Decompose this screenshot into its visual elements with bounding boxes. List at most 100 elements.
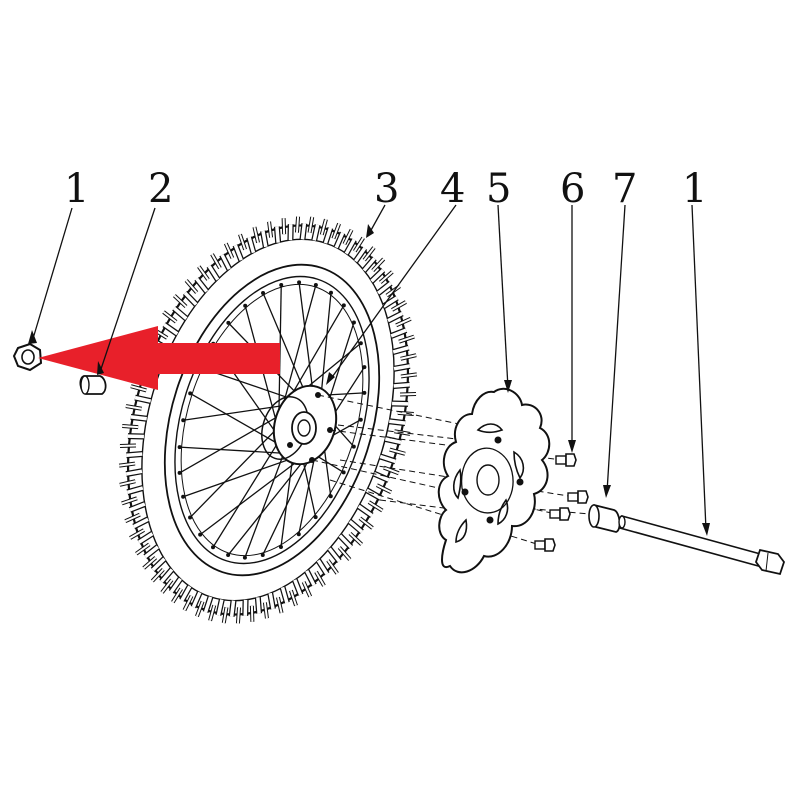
leader-arrowhead xyxy=(326,372,335,385)
brake-disc-slot xyxy=(452,468,462,500)
callout-3: 3 xyxy=(374,166,399,212)
tire-knob-face xyxy=(121,497,138,505)
callout-1-right: 1 xyxy=(682,166,707,212)
leader-line-2 xyxy=(99,207,156,373)
tire-knob-face xyxy=(327,559,339,574)
brake-disc-bolt-hole xyxy=(516,478,524,486)
brake-disc-bolt-hole xyxy=(461,488,469,496)
leader-arrowhead xyxy=(97,361,104,375)
leader-line-4 xyxy=(329,204,457,381)
tire-knob-face xyxy=(370,268,385,283)
axle-nut xyxy=(12,342,43,372)
tire-knob-face xyxy=(293,579,303,596)
tire-knob-face xyxy=(379,271,393,284)
tire-knob-face xyxy=(359,517,374,529)
tire-knob-face xyxy=(151,557,166,572)
tire-knob-face xyxy=(372,258,385,272)
tire-knob-face xyxy=(144,545,159,559)
tire-knob-face xyxy=(393,382,410,388)
spoke-nipple xyxy=(279,283,284,288)
tire-knob-face xyxy=(253,226,260,243)
tire-knob-face xyxy=(211,253,221,269)
tire-tread-inner xyxy=(141,238,395,602)
spoke-nipple xyxy=(362,390,367,395)
leader-arrowhead xyxy=(366,224,374,238)
spoke-nipple xyxy=(296,532,301,537)
spokes xyxy=(177,280,367,560)
spoke-nipple xyxy=(328,290,333,295)
tire-knob-face xyxy=(126,452,143,458)
tire-knob-face xyxy=(400,373,417,378)
tire-knob-face xyxy=(289,590,297,606)
tire-knob-face xyxy=(236,607,241,624)
tire-knob-face xyxy=(173,294,187,308)
tire-knob-face xyxy=(338,534,353,549)
spoke xyxy=(244,447,287,558)
tire-knob-face xyxy=(160,568,174,583)
tire-knob-face xyxy=(323,227,333,244)
tire-knob-face xyxy=(169,577,182,593)
leader-line-1-left xyxy=(31,207,73,343)
leader-arrowhead xyxy=(568,440,576,453)
tire-knob-face xyxy=(384,437,402,445)
leader-arrowhead xyxy=(702,523,710,536)
tire-knob-face xyxy=(305,570,316,586)
tire-knob-face xyxy=(373,472,390,482)
spoke xyxy=(288,305,345,400)
tire-knob-face xyxy=(354,247,367,263)
hub xyxy=(261,384,338,466)
tire-knob-face xyxy=(129,529,145,539)
tire-knob-face xyxy=(383,466,400,475)
tire-knob-face xyxy=(161,579,173,594)
tire-knob-face xyxy=(393,364,411,371)
tire-knob-face xyxy=(191,591,202,608)
brake-disc-slot xyxy=(513,450,525,480)
tire-knob-face xyxy=(183,291,198,306)
axle xyxy=(618,514,786,576)
tire-knob-face xyxy=(137,532,154,544)
tire-knob-face xyxy=(125,405,142,410)
tire-knob-face xyxy=(195,277,208,293)
tire-knob-face xyxy=(209,604,216,621)
spoke-nipple xyxy=(181,418,186,423)
brake-disc xyxy=(437,387,551,574)
tire-knob-face xyxy=(233,244,243,261)
tire-knob-face xyxy=(119,462,136,467)
tire-knob-face xyxy=(363,246,375,261)
tire-knob-face xyxy=(392,346,410,354)
axle-head xyxy=(754,548,786,576)
tire-knob-face xyxy=(135,543,150,555)
spoke xyxy=(262,292,308,397)
spoke-nipple xyxy=(341,470,346,475)
spoke-nipple xyxy=(351,320,356,325)
tire-knob-face xyxy=(376,484,392,494)
spoke xyxy=(182,454,303,498)
tire-knob-face xyxy=(400,354,417,360)
tire-knob-face xyxy=(395,317,412,327)
tire-knob-face xyxy=(125,469,143,476)
red-arrow-icon xyxy=(38,326,280,390)
tire-knob-face xyxy=(312,224,320,241)
rim xyxy=(163,263,381,577)
alignment-line xyxy=(311,459,557,515)
spoke-nipple xyxy=(188,515,193,520)
tire-knob-face xyxy=(280,586,289,604)
tire-knob-face xyxy=(171,588,183,603)
spoke xyxy=(282,284,317,407)
tire-knob-face xyxy=(316,559,329,575)
tire-knob-face xyxy=(353,237,365,252)
callout-1-left: 1 xyxy=(64,166,89,212)
tire-knob-face xyxy=(229,600,236,617)
tire-knob-face xyxy=(143,556,157,569)
rim-outer xyxy=(163,263,381,577)
leader-arrowhead xyxy=(504,380,512,393)
callout-4: 4 xyxy=(440,166,465,212)
spoke xyxy=(199,450,312,536)
callout-6: 6 xyxy=(560,166,585,212)
disc-bolt xyxy=(555,453,577,467)
leader-line-3 xyxy=(369,204,386,233)
spoke-nipple xyxy=(242,555,247,560)
tire-knob-face xyxy=(263,602,268,619)
brake-disc-bolt-hole xyxy=(486,516,494,524)
spoke xyxy=(183,404,284,421)
